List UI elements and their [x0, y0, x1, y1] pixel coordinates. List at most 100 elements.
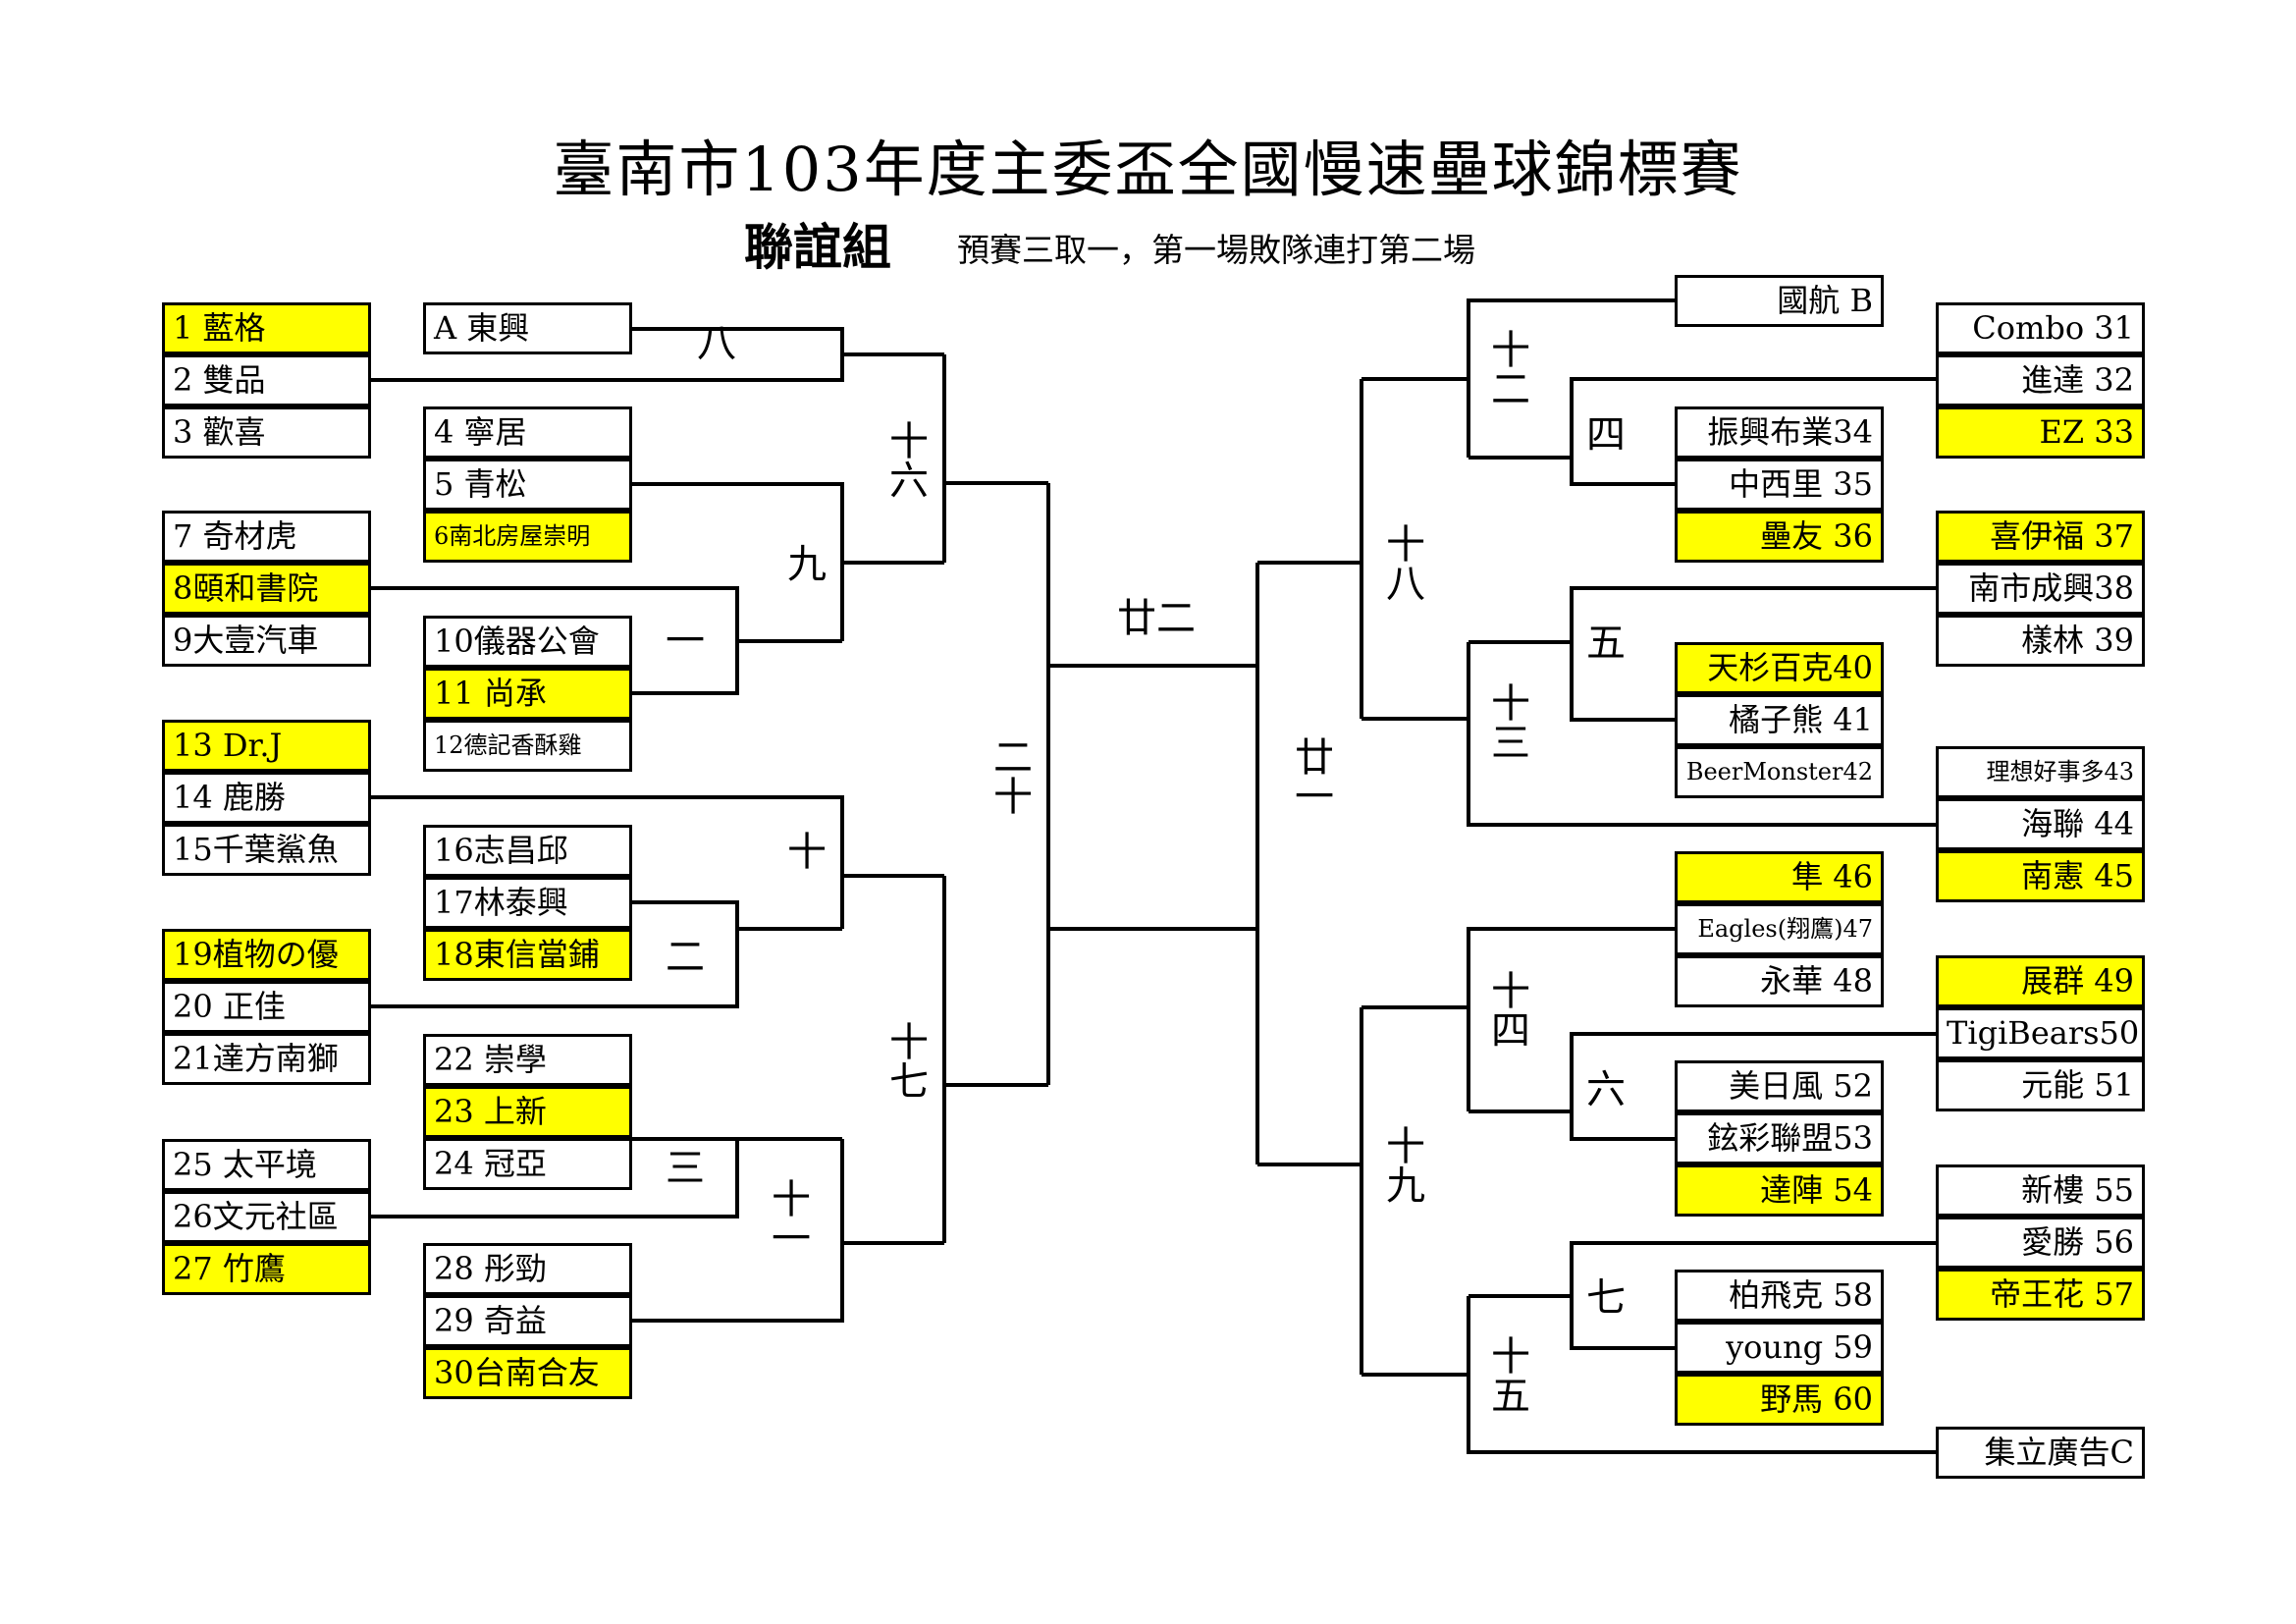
- team-box: 4 寧居: [423, 406, 632, 459]
- round-label-21: 廿一: [1288, 736, 1333, 815]
- page-title: 臺南市103年度主委盃全國慢速壘球錦標賽: [553, 134, 1743, 205]
- bracket-line-round-20: [1046, 483, 1257, 1085]
- team-box: 南憲 45: [1936, 850, 2145, 902]
- team-box: 3 歡喜: [162, 406, 371, 459]
- bracket-line-round-21: [1255, 561, 1362, 1166]
- team-box: 25 太平境: [162, 1139, 371, 1191]
- team-box: 26文元社區: [162, 1191, 371, 1243]
- team-box: 23 上新: [423, 1086, 632, 1138]
- team-box: young 59: [1675, 1322, 1884, 1374]
- team-box: 10儀器公會: [423, 616, 632, 668]
- team-box: TigiBears50: [1936, 1007, 2145, 1059]
- bracket-line-round-17: [942, 876, 1048, 1243]
- bracket-line-round-6: [1468, 1032, 1936, 1141]
- round-label-9: 九: [787, 542, 827, 587]
- team-box: 美日風 52: [1675, 1060, 1884, 1112]
- bracket-line-round-5: [1468, 586, 1936, 722]
- round-label-1: 一: [666, 619, 705, 664]
- team-box: 20 正佳: [162, 981, 371, 1033]
- team-box: 理想好事多43: [1936, 746, 2145, 798]
- team-box: 19植物の優: [162, 929, 371, 981]
- bracket-line-round-16: [942, 354, 1048, 563]
- rule-note: 預賽三取一，第一場敗隊連打第二場: [957, 231, 1475, 269]
- division-label: 聯誼組: [744, 218, 891, 276]
- bracket-line-round-2: [371, 900, 842, 1008]
- team-box: 進達 32: [1936, 354, 2145, 406]
- team-box: 柏飛克 58: [1675, 1270, 1884, 1322]
- bracket-line-round-11: [632, 1139, 944, 1323]
- team-box: 天杉百克40: [1675, 642, 1884, 694]
- team-box: 壘友 36: [1675, 511, 1884, 563]
- round-label-18: 十八: [1379, 523, 1424, 602]
- team-box: 12德記香酥雞: [423, 720, 632, 772]
- team-box: 11 尚承: [423, 668, 632, 720]
- team-box: 南市成興38: [1936, 563, 2145, 615]
- round-label-13: 十三: [1484, 682, 1529, 761]
- team-box: 喜伊福 37: [1936, 511, 2145, 563]
- round-label-16: 十六: [882, 420, 928, 499]
- team-box: 18東信當鋪: [423, 929, 632, 981]
- team-box: 永華 48: [1675, 955, 1884, 1007]
- team-box: 集立廣告C: [1936, 1427, 2145, 1479]
- team-box: 16志昌邱: [423, 825, 632, 877]
- team-box: 橘子熊 41: [1675, 694, 1884, 746]
- round-label-12: 十二: [1484, 329, 1529, 407]
- team-box: 17林泰興: [423, 877, 632, 929]
- round-label-11: 十一: [765, 1178, 810, 1257]
- team-box: 30台南合友: [423, 1347, 632, 1399]
- bracket-line-round-10: [371, 795, 944, 929]
- bracket-line-round-15: [1362, 1296, 1936, 1454]
- team-box: 8頤和書院: [162, 563, 371, 615]
- team-box: 13 Dr.J: [162, 720, 371, 772]
- team-box: 野馬 60: [1675, 1374, 1884, 1426]
- team-box: 7 奇材虎: [162, 511, 371, 563]
- team-box: 中西里 35: [1675, 459, 1884, 511]
- team-box: 元能 51: [1936, 1059, 2145, 1111]
- team-box: 21達方南獅: [162, 1033, 371, 1085]
- bracket-line-round-1: [371, 586, 842, 695]
- team-box: Combo 31: [1936, 302, 2145, 354]
- round-label-20: 二十: [987, 736, 1032, 815]
- team-box: 5 青松: [423, 459, 632, 511]
- team-box: 樣林 39: [1936, 615, 2145, 667]
- bracket-line-round-4: [1468, 377, 1936, 486]
- team-box: 27 竹鷹: [162, 1243, 371, 1295]
- round-label-2: 二: [666, 935, 705, 980]
- round-label-3: 三: [666, 1146, 705, 1191]
- round-label-7: 七: [1586, 1275, 1626, 1321]
- team-box: BeerMonster42: [1675, 746, 1884, 798]
- round-label-6: 六: [1586, 1067, 1626, 1112]
- round-label-17: 十七: [882, 1021, 928, 1100]
- team-box: 9大壹汽車: [162, 615, 371, 667]
- team-box: 海聯 44: [1936, 798, 2145, 850]
- round-label-5: 五: [1586, 621, 1626, 666]
- bracket-line-round-12: [1362, 298, 1675, 458]
- team-box: 28 彤勁: [423, 1243, 632, 1295]
- bracket-line-round-14: [1362, 927, 1675, 1111]
- round-label-22: 廿二: [1117, 596, 1196, 641]
- round-label-8: 八: [697, 321, 736, 366]
- team-box: 新樓 55: [1936, 1164, 2145, 1217]
- team-box: 24 冠亞: [423, 1138, 632, 1190]
- team-box: 15千葉鯊魚: [162, 824, 371, 876]
- team-box: 帝王花 57: [1936, 1269, 2145, 1321]
- round-label-10: 十: [787, 830, 827, 875]
- bracket-line-round-3: [371, 1137, 842, 1218]
- bracket-line-round-7: [1468, 1241, 1936, 1350]
- round-label-15: 十五: [1484, 1335, 1529, 1414]
- team-box: 國航 B: [1675, 275, 1884, 327]
- team-box: 2 雙品: [162, 354, 371, 406]
- team-box: 達陣 54: [1675, 1164, 1884, 1217]
- team-box: 隼 46: [1675, 851, 1884, 903]
- bracket-line-round-8: [371, 327, 944, 382]
- team-box: 振興布業34: [1675, 406, 1884, 459]
- team-box: 展群 49: [1936, 955, 2145, 1007]
- team-box: 愛勝 56: [1936, 1217, 2145, 1269]
- team-box: 14 鹿勝: [162, 772, 371, 824]
- team-box: 6南北房屋崇明: [423, 511, 632, 563]
- team-box: 1 藍格: [162, 302, 371, 354]
- round-label-14: 十四: [1484, 970, 1529, 1049]
- team-box: Eagles(翔鷹)47: [1675, 903, 1884, 955]
- bracket-line-round-9: [632, 482, 944, 641]
